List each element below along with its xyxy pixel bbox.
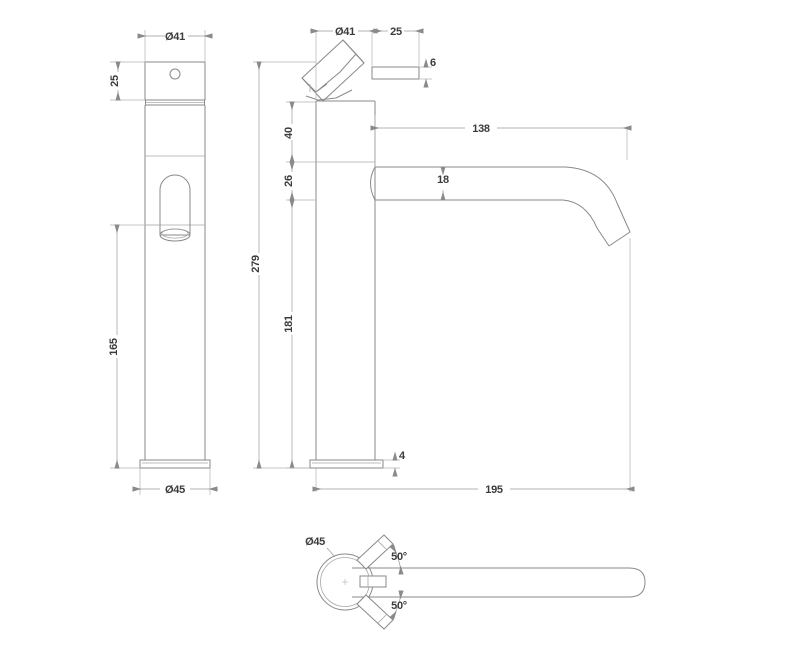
plan-lever-lower-tick — [377, 613, 388, 624]
plan-angle-upper-arc — [389, 544, 404, 575]
side-base-plate — [309, 459, 384, 469]
side-279-label: 279 — [250, 255, 262, 273]
d-side-26: 26 — [283, 161, 316, 201]
plan-lever-lower-body — [356, 594, 394, 630]
d-front-dia45: Ø45 — [132, 468, 218, 496]
side-spout-top-profile — [375, 167, 630, 232]
side-base-plate-rect — [309, 459, 384, 469]
plan-spout-outline — [352, 568, 645, 597]
plan-top-view: Ø45 50° 50° — [305, 534, 645, 630]
side-195-label: 195 — [485, 484, 503, 496]
side-26-label: 26 — [283, 175, 295, 187]
front-handle-cap — [144, 61, 206, 106]
side-handle-stub — [371, 66, 420, 80]
d-side-279: 279 — [250, 61, 316, 469]
d-side-138: 138 — [370, 115, 632, 167]
front-spout-outlet — [160, 175, 190, 241]
plan-lever-upper-body — [356, 534, 394, 570]
side-handle-stub-rect — [371, 66, 420, 80]
side-spout-root-curve — [371, 167, 376, 200]
side-40-label: 40 — [283, 127, 295, 139]
front-handle-hole-icon — [170, 69, 180, 79]
d-plan-dia45: Ø45 — [305, 536, 336, 558]
side-handle-body — [301, 39, 365, 102]
plan-spout — [352, 568, 645, 597]
front-spout-outlet-inner — [161, 228, 189, 239]
d-plan-angle-lower: 50° — [389, 590, 407, 620]
side-4-label: 4 — [399, 450, 406, 462]
d-plan-angle-upper: 50° — [389, 544, 407, 575]
front-165-label: 165 — [108, 338, 120, 356]
front-handle-body — [144, 61, 206, 101]
plan-dia45-label: Ø45 — [305, 536, 325, 548]
side-handle-lever — [301, 39, 365, 102]
side-handle-underside — [306, 90, 352, 100]
plan-angle-lower-label: 50° — [391, 600, 407, 612]
front-25-label: 25 — [109, 75, 121, 87]
front-body-column — [145, 105, 205, 460]
d-front-dia41: Ø41 — [137, 30, 213, 62]
plan-lever-upper-tick — [377, 540, 388, 551]
side-spout-bottom-profile — [375, 200, 609, 246]
d-front-25: 25 — [109, 61, 145, 101]
front-dia41-label: Ø41 — [165, 31, 185, 43]
d-side-195: 195 — [312, 238, 635, 496]
front-spout-capsule — [160, 175, 190, 235]
d-side-181: 181 — [283, 199, 310, 469]
plan-angle-upper-label: 50° — [391, 551, 407, 563]
d-side-4: 4 — [383, 450, 406, 477]
side-dia41-label: Ø41 — [335, 26, 355, 38]
front-elevation-view: Ø41 25 165 Ø45 — [108, 30, 218, 496]
front-base-plate — [139, 459, 211, 469]
side-6-label: 6 — [430, 57, 436, 69]
d-front-165: 165 — [108, 224, 160, 469]
side-138-label: 138 — [472, 123, 490, 135]
d-side-18: 18 — [437, 166, 449, 201]
plan-lever-upper — [356, 534, 394, 570]
plan-angle-lower-arc — [389, 590, 404, 620]
plan-lever-lower — [356, 594, 394, 630]
plan-dia45-leader-line — [326, 547, 336, 558]
side-18-label: 18 — [437, 174, 449, 186]
d-side-40: 40 — [283, 101, 316, 163]
front-dia45-label: Ø45 — [165, 484, 185, 496]
plan-spout-collar — [359, 575, 387, 588]
d-side-25: 25 — [373, 26, 424, 66]
side-elevation-view: Ø41 25 6 279 — [250, 26, 635, 496]
front-base-plate-rect — [139, 459, 211, 469]
side-25-label: 25 — [390, 26, 402, 38]
side-handle-facet-c — [316, 54, 356, 92]
side-body-column — [316, 101, 375, 460]
side-spout-arm — [371, 167, 631, 246]
side-spout-tip-cut — [609, 232, 630, 246]
side-181-label: 181 — [283, 315, 295, 333]
d-side-6: 6 — [419, 57, 436, 88]
